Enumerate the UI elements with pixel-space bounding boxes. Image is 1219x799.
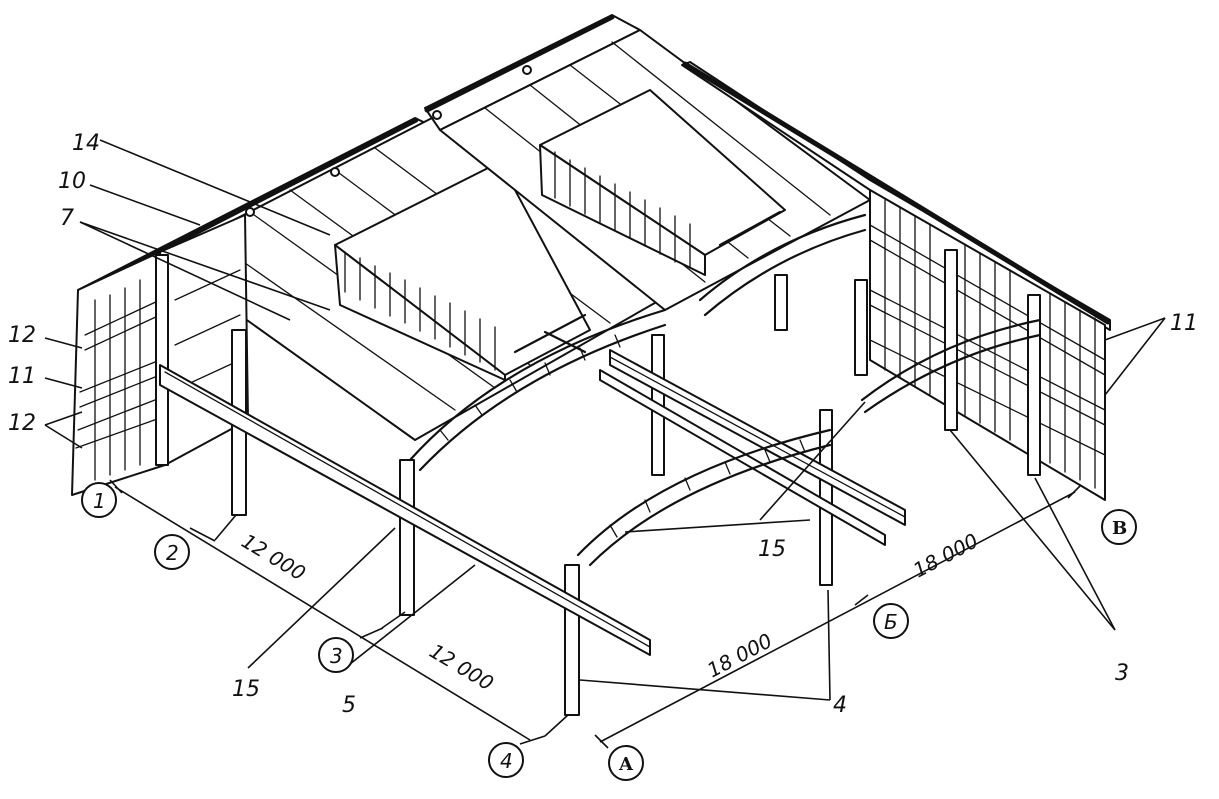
part-labels: 14 10 7 12 11 12 11 15 15 5 4 3: [8, 131, 1198, 718]
axis-V: В: [1112, 518, 1127, 539]
dimension-18000-upper: 18 000: [909, 528, 982, 582]
label-4: 4: [833, 693, 847, 718]
dimension-lines: [109, 479, 1081, 749]
label-15-right: 15: [758, 537, 786, 562]
label-5: 5: [342, 693, 356, 718]
label-15-left: 15: [232, 677, 260, 702]
columns: [155, 249, 1041, 716]
label-11-left: 11: [8, 364, 36, 389]
axis-2: 2: [166, 541, 179, 565]
label-11-right: 11: [1170, 311, 1198, 336]
label-12-top: 12: [8, 323, 36, 348]
arched-trusses: [408, 213, 1042, 567]
axis-3: 3: [330, 644, 343, 668]
axis-1: 1: [93, 489, 106, 513]
label-14: 14: [72, 131, 100, 156]
label-10: 10: [58, 169, 86, 194]
axis-A: A: [618, 754, 634, 775]
label-7: 7: [60, 206, 74, 231]
label-3: 3: [1115, 661, 1129, 686]
lantern-right: [539, 89, 786, 276]
axis-markers: 1 2 3 4 A Б В: [81, 482, 1137, 781]
leader-lines: [44, 139, 1166, 701]
lantern-left: [334, 161, 591, 381]
dimension-12000-lower: 12 000: [425, 639, 497, 696]
axis-4: 4: [500, 749, 513, 773]
axis-B-cyrillic: Б: [884, 610, 898, 634]
right-wall-panels: [869, 189, 1106, 501]
crane-beams: [159, 349, 906, 656]
label-12-bottom: 12: [8, 411, 36, 436]
dimension-labels: 12 000 12 000 18 000 18 000: [237, 528, 982, 695]
dimension-12000-upper: 12 000: [237, 529, 309, 586]
